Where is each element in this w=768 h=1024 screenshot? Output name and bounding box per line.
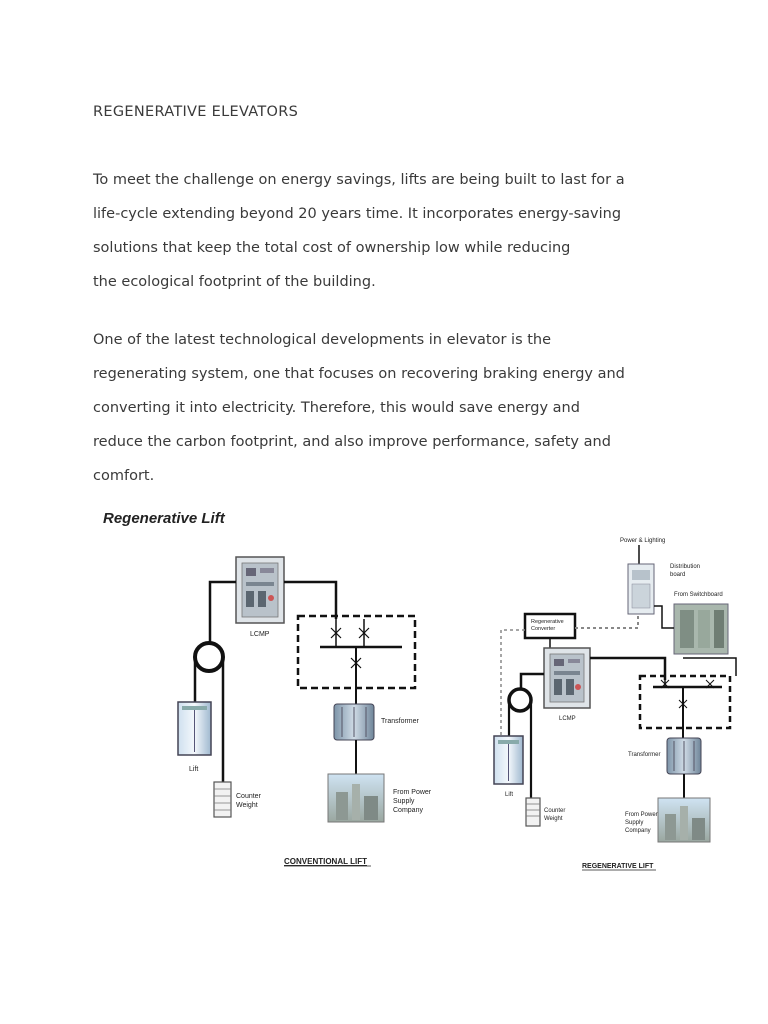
conventional-lift-caption: CONVENTIONAL LIFT: [284, 857, 367, 866]
from-switchboard-label: From Switchboard: [674, 592, 723, 598]
lift-cabin-icon: [177, 701, 212, 756]
paragraph-line: converting it into electricity. Therefor…: [93, 400, 580, 416]
switching-box: [638, 674, 732, 730]
page-heading: REGENERATIVE ELEVATORS: [93, 104, 299, 120]
transformer-label: Transformer: [628, 752, 660, 758]
figure-title: Regenerative Lift: [103, 510, 225, 527]
transformer-icon: [666, 737, 702, 775]
lift-label: Lift: [505, 792, 513, 798]
regenerative-converter-box: [523, 612, 577, 640]
paragraph-line: One of the latest technological developm…: [93, 332, 552, 348]
paragraph-line: the ecological footprint of the building…: [93, 274, 376, 290]
pulley-icon: [507, 687, 533, 713]
counter-weight-label: Counter Weight: [236, 793, 263, 809]
power-lighting-label: Power & Lighting: [620, 538, 665, 544]
distribution-board-icon: [627, 563, 655, 615]
regenerative-lift-figure: Regenerative Lift: [90, 502, 750, 882]
lcmp-panel-icon: [543, 647, 591, 709]
conventional-lift-diagram: LCMP Lift: [177, 556, 433, 867]
switchboard-icon: [673, 603, 729, 655]
lcmp-label: LCMP: [559, 716, 576, 722]
lift-label: Lift: [189, 766, 198, 773]
lcmp-label: LCMP: [250, 631, 270, 638]
lift-diagram: LCMP Lift: [177, 538, 737, 871]
power-supply-label: From Power Supply Company: [393, 789, 433, 814]
power-supply-label: From Power Supply Company: [625, 812, 659, 834]
counter-weight-label: Counter Weight: [544, 808, 567, 822]
regenerative-lift-diagram: Power & Lighting Distribution board From…: [493, 538, 737, 871]
regenerative-lift-caption: REGENERATIVE LIFT: [582, 863, 654, 870]
paragraph-line: comfort.: [93, 468, 155, 484]
power-plant-icon: [327, 773, 385, 823]
distribution-board-label: Distribution board: [670, 564, 702, 578]
pulley-icon: [193, 641, 225, 673]
paragraph-regenerating-system: One of the latest technological developm…: [93, 323, 693, 493]
paragraph-line: reduce the carbon footprint, and also im…: [93, 434, 611, 450]
transformer-icon: [333, 703, 375, 741]
paragraph-line: life-cycle extending beyond 20 years tim…: [93, 206, 622, 222]
converter-label: Regenerative Converter: [531, 619, 565, 632]
lift-cabin-icon: [493, 735, 524, 785]
power-plant-icon: [657, 797, 711, 843]
counter-weight-icon: [213, 781, 232, 818]
transformer-label: Transformer: [381, 718, 420, 725]
paragraph-energy-savings: To meet the challenge on energy savings,…: [93, 163, 693, 299]
paragraph-line: regenerating system, one that focuses on…: [93, 366, 625, 382]
lcmp-panel-icon: [235, 556, 285, 624]
paragraph-line: solutions that keep the total cost of ow…: [93, 240, 571, 256]
counter-weight-icon: [525, 797, 541, 827]
paragraph-line: To meet the challenge on energy savings,…: [93, 172, 625, 188]
